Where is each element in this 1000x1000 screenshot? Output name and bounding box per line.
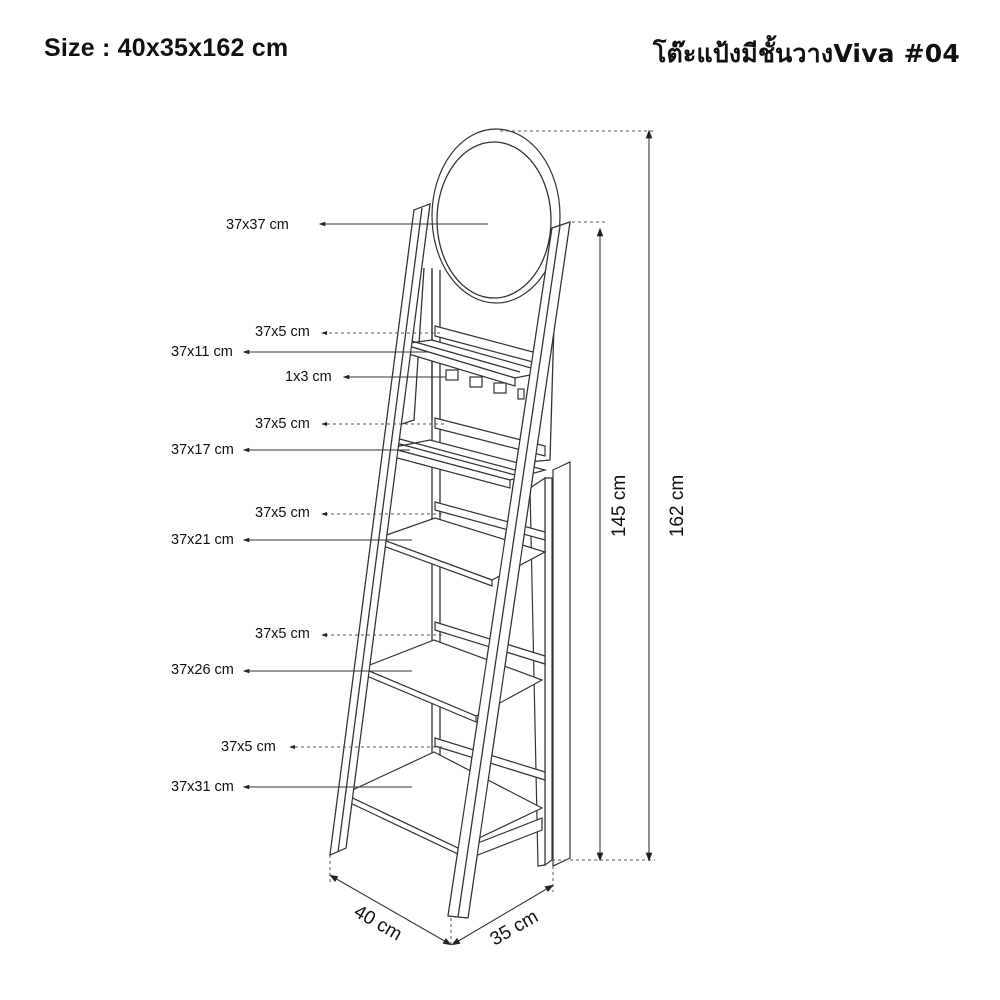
round-mirror bbox=[431, 128, 561, 304]
size-label: Size : 40x35x162 cm bbox=[44, 34, 289, 62]
hooks bbox=[445, 369, 525, 400]
back-board-4-label: 37x5 cm bbox=[255, 626, 310, 642]
shelf-4-label: 37x26 cm bbox=[171, 662, 234, 678]
shelf-5 bbox=[342, 737, 546, 859]
frame-height-label: 145 cm bbox=[609, 475, 630, 537]
shelf-1 bbox=[401, 325, 549, 387]
mirror-size-label: 37x37 cm bbox=[226, 217, 289, 233]
hook-size-label: 1x3 cm bbox=[285, 369, 332, 385]
back-board-3-label: 37x5 cm bbox=[255, 505, 310, 521]
shelf-1-callouts: 37x5 cm 37x11 cm 1x3 cm bbox=[171, 324, 446, 385]
shelf-4 bbox=[360, 621, 546, 723]
mirror-callout: 37x37 cm bbox=[226, 217, 488, 233]
shelf-3-label: 37x21 cm bbox=[171, 532, 234, 548]
width-arrow bbox=[329, 874, 452, 946]
back-board-5-label: 37x5 cm bbox=[221, 739, 276, 755]
shelf-2 bbox=[389, 417, 548, 489]
footprint-dimensions: 40 cm 35 cm bbox=[329, 855, 554, 950]
shelf-2-label: 37x17 cm bbox=[171, 442, 234, 458]
total-height-label: 162 cm bbox=[667, 475, 688, 537]
shelf-5-callouts: 37x5 cm 37x31 cm bbox=[171, 739, 442, 795]
depth-arrow bbox=[451, 884, 554, 946]
shelf-2-callouts: 37x5 cm 37x17 cm bbox=[171, 416, 444, 458]
back-board-1-label: 37x5 cm bbox=[255, 324, 310, 340]
product-title: โต๊ะแป้งมีชั้นวางViva #04 bbox=[652, 39, 960, 68]
width-label: 40 cm bbox=[350, 901, 405, 945]
shelf-3-callouts: 37x5 cm 37x21 cm bbox=[171, 505, 442, 548]
vanity-shelf-drawing bbox=[329, 128, 571, 919]
back-board-2-label: 37x5 cm bbox=[255, 416, 310, 432]
shelf-5-label: 37x31 cm bbox=[171, 779, 234, 795]
height-dimensions: 145 cm 162 cm bbox=[500, 129, 688, 862]
depth-label: 35 cm bbox=[487, 906, 542, 950]
shelf-1-label: 37x11 cm bbox=[171, 344, 233, 360]
shelf-4-callouts: 37x5 cm 37x26 cm bbox=[171, 626, 442, 678]
